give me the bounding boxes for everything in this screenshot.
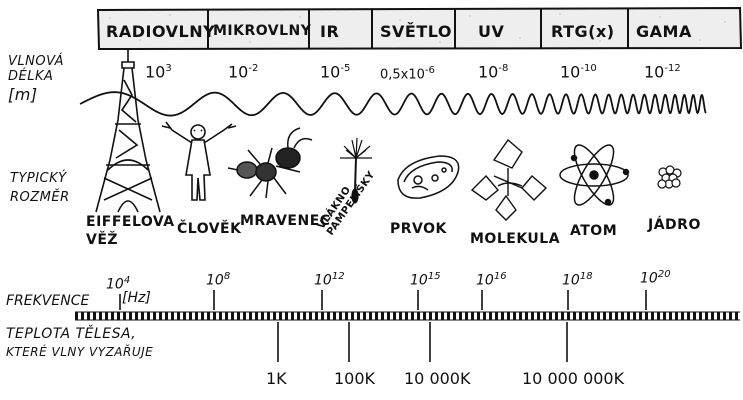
wavelength-value: 10-10 (560, 64, 597, 80)
frequency-value: 1012 (314, 272, 345, 288)
object-label: JÁDRO (648, 218, 701, 232)
temperature-label-line2: KTERÉ VLNY VYZAŘUJE (6, 346, 153, 358)
wavelength-value: 10-8 (478, 64, 508, 80)
wavelength-value: 10-5 (320, 64, 350, 80)
size-label-line1: TYPICKÝ (10, 172, 70, 185)
wavelength-base: 0,5x10 (380, 67, 425, 82)
frequency-base: 10 (206, 273, 224, 289)
frequency-ticks (120, 290, 646, 310)
wavelength-value: 103 (145, 64, 172, 80)
object-label: MOLEKULA (470, 232, 560, 246)
band-label: SVĚTLO (380, 24, 452, 40)
band-label: RADIOVLNY (106, 24, 215, 40)
wavelength-label-line2: DÉLKA (8, 70, 64, 83)
object-label: PRVOK (390, 222, 447, 236)
frequency-base: 10 (314, 273, 332, 289)
temperature-label: TEPLOTA TĚLESA, KTERÉ VLNY VYZAŘUJE (6, 327, 153, 358)
wavelength-value: 0,5x10-6 (380, 66, 435, 81)
wavelength-label-line1: VLNOVÁ (8, 55, 64, 68)
wavelength-exp: -5 (340, 63, 350, 74)
wavelength-base: 10 (320, 62, 340, 81)
size-label: TYPICKÝ ROZMĚR (10, 172, 70, 204)
frequency-exp: 15 (428, 271, 441, 282)
band-label: RTG(x) (551, 24, 615, 40)
band-label: GAMA (636, 24, 692, 40)
wavelength-base: 10 (560, 62, 580, 81)
band-label: IR (320, 24, 339, 40)
human-icon (162, 122, 236, 200)
frequency-exp: 16 (494, 271, 507, 282)
wavelength-value: 10-2 (228, 64, 258, 80)
wavelength-base: 10 (644, 62, 664, 81)
wavelength-exp: -6 (425, 65, 435, 76)
frequency-exp: 8 (224, 271, 230, 282)
wavelength-exp: -8 (498, 63, 508, 74)
wavelength-base: 10 (228, 62, 248, 81)
temperature-label-line1: TEPLOTA TĚLESA, (6, 327, 153, 341)
frequency-value: 1020 (640, 270, 671, 286)
wavelength-base: 10 (478, 62, 498, 81)
object-label: ČLOVĚK (177, 222, 241, 236)
frequency-unit: [Hz] (122, 291, 151, 305)
molecule-icon (472, 140, 546, 220)
wavelength-unit: [m] (8, 87, 64, 103)
temperature-ticks (278, 322, 567, 362)
frequency-base: 10 (106, 277, 124, 293)
wavelength-label: VLNOVÁ DÉLKA [m] (8, 55, 64, 103)
band-label: MIKROVLNY (213, 24, 311, 38)
object-name: EIFFELOVA (86, 215, 175, 229)
frequency-value: 104 (106, 276, 130, 292)
object-label: EIFFELOVA VĚŽ (86, 215, 175, 247)
temperature-value: 10 000K (404, 371, 470, 387)
frequency-exp: 4 (124, 275, 130, 286)
frequency-value: 1018 (562, 272, 593, 288)
temperature-value: 1K (266, 371, 287, 387)
temperature-value: 10 000 000K (522, 371, 624, 387)
frequency-base: 10 (562, 273, 580, 289)
frequency-exp: 12 (332, 271, 345, 282)
frequency-base: 10 (410, 273, 428, 289)
object-name-line2: VĚŽ (86, 233, 175, 247)
wave-curve (80, 92, 706, 115)
wavelength-base: 10 (145, 62, 165, 81)
frequency-base: 10 (476, 273, 494, 289)
atom-icon (560, 140, 629, 210)
temperature-value: 100K (334, 371, 375, 387)
wavelength-exp: 3 (165, 63, 171, 74)
nucleus-icon (658, 166, 681, 188)
band-label: UV (478, 24, 504, 40)
size-label-line2: ROZMĚR (10, 191, 70, 204)
frequency-value: 108 (206, 272, 230, 288)
wavelength-value: 10-12 (644, 64, 681, 80)
frequency-value: 1015 (410, 272, 441, 288)
ant-icon (228, 128, 312, 198)
frequency-value: 1016 (476, 272, 507, 288)
protozoan-icon (398, 156, 459, 198)
wavelength-exp: -10 (580, 63, 596, 74)
wavelength-exp: -2 (248, 63, 258, 74)
frequency-axis (75, 312, 740, 320)
frequency-label: FREKVENCE (6, 294, 89, 308)
wavelength-exp: -12 (664, 63, 680, 74)
frequency-exp: 20 (658, 269, 671, 280)
object-label: ATOM (570, 224, 617, 238)
frequency-base: 10 (640, 271, 658, 287)
frequency-exp: 18 (580, 271, 593, 282)
